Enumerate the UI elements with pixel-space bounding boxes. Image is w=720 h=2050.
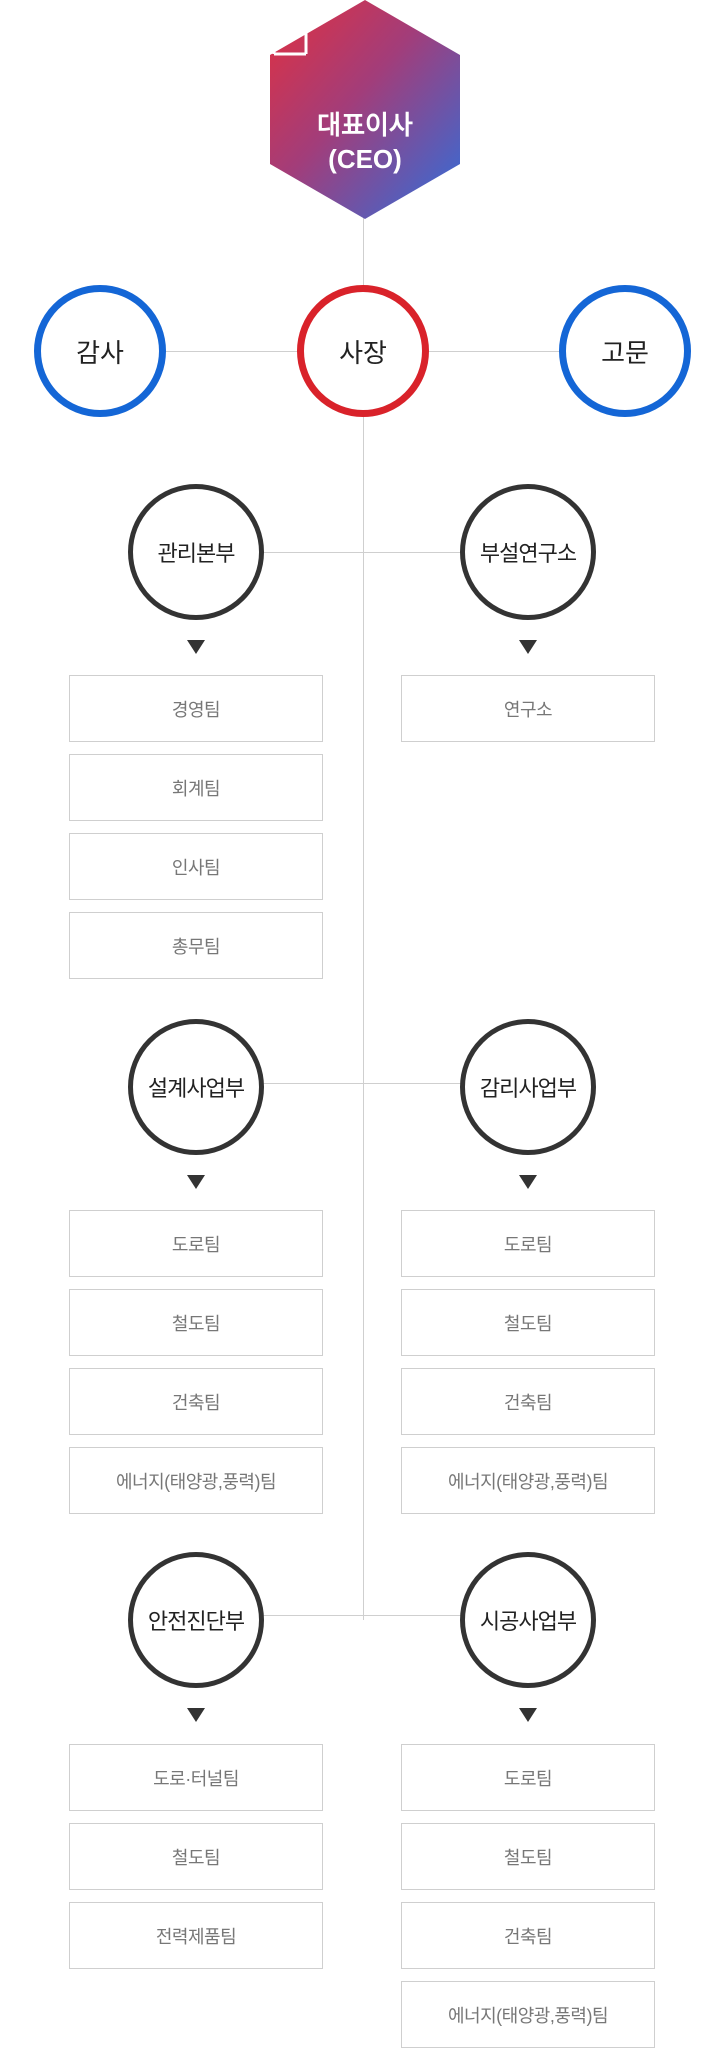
dept-label: 관리본부 xyxy=(157,541,236,566)
team-box: 에너지(태양광,풍력)팀 xyxy=(69,1447,323,1514)
team-label: 도로·터널팀 xyxy=(153,1768,239,1789)
team-label: 건축팀 xyxy=(503,1926,553,1947)
person-icon xyxy=(272,0,308,56)
row3-line xyxy=(196,1615,528,1616)
team-box: 인사팀 xyxy=(69,833,323,900)
arrow-down-icon xyxy=(187,640,205,654)
team-box: 건축팀 xyxy=(69,1368,323,1435)
team-box: 철도팀 xyxy=(401,1289,655,1356)
team-box: 에너지(태양광,풍력)팀 xyxy=(401,1981,655,2048)
dept-construction: 시공사업부 xyxy=(460,1552,596,1688)
ceo-node: 대표이사 (CEO) xyxy=(270,0,460,219)
team-label: 철도팀 xyxy=(171,1847,221,1868)
team-box: 건축팀 xyxy=(401,1902,655,1969)
team-label: 도로팀 xyxy=(171,1234,221,1255)
team-box: 총무팀 xyxy=(69,912,323,979)
team-box: 연구소 xyxy=(401,675,655,742)
team-label: 도로팀 xyxy=(503,1768,553,1789)
team-label: 철도팀 xyxy=(171,1313,221,1334)
dept-design: 설계사업부 xyxy=(128,1019,264,1155)
team-box: 철도팀 xyxy=(401,1823,655,1890)
team-label: 철도팀 xyxy=(503,1313,553,1334)
arrow-down-icon xyxy=(519,1708,537,1722)
dept-safety: 안전진단부 xyxy=(128,1552,264,1688)
team-box: 철도팀 xyxy=(69,1823,323,1890)
dept-label: 부설연구소 xyxy=(479,541,577,566)
dept-label: 설계사업부 xyxy=(147,1076,245,1101)
team-box: 회계팀 xyxy=(69,754,323,821)
ceo-hexagon xyxy=(270,0,460,219)
advisor-node: 고문 xyxy=(559,285,691,417)
team-label: 회계팀 xyxy=(171,778,221,799)
president-node: 사장 xyxy=(297,285,429,417)
team-label: 에너지(태양광,풍력)팀 xyxy=(447,2005,609,2026)
row2-line xyxy=(196,1083,528,1084)
team-label: 연구소 xyxy=(503,699,553,720)
team-label: 전력제품팀 xyxy=(155,1926,237,1947)
team-box: 도로·터널팀 xyxy=(69,1744,323,1811)
dept-supervision: 감리사업부 xyxy=(460,1019,596,1155)
team-box: 경영팀 xyxy=(69,675,323,742)
dept-label: 시공사업부 xyxy=(479,1609,577,1634)
dept-label: 감리사업부 xyxy=(479,1076,577,1101)
dept-label: 안전진단부 xyxy=(147,1609,245,1634)
team-label: 에너지(태양광,풍력)팀 xyxy=(115,1471,277,1492)
team-label: 철도팀 xyxy=(503,1847,553,1868)
ceo-title: 대표이사 xyxy=(317,110,413,140)
team-label: 건축팀 xyxy=(503,1392,553,1413)
dept-research: 부설연구소 xyxy=(460,484,596,620)
arrow-down-icon xyxy=(187,1708,205,1722)
team-box: 건축팀 xyxy=(401,1368,655,1435)
arrow-down-icon xyxy=(519,1175,537,1189)
president-label: 사장 xyxy=(339,337,387,368)
team-box: 에너지(태양광,풍력)팀 xyxy=(401,1447,655,1514)
team-box: 도로팀 xyxy=(69,1210,323,1277)
arrow-down-icon xyxy=(187,1175,205,1189)
advisor-label: 고문 xyxy=(601,337,649,368)
team-label: 에너지(태양광,풍력)팀 xyxy=(447,1471,609,1492)
ceo-title-en: (CEO) xyxy=(328,144,402,174)
arrow-down-icon xyxy=(519,640,537,654)
dept-management: 관리본부 xyxy=(128,484,264,620)
ceo-label: 대표이사 (CEO) xyxy=(270,108,460,176)
team-label: 건축팀 xyxy=(171,1392,221,1413)
team-box: 도로팀 xyxy=(401,1210,655,1277)
team-label: 도로팀 xyxy=(503,1234,553,1255)
team-label: 경영팀 xyxy=(171,699,221,720)
main-trunk-line xyxy=(363,215,364,1620)
team-label: 총무팀 xyxy=(171,936,221,957)
audit-node: 감사 xyxy=(34,285,166,417)
team-box: 철도팀 xyxy=(69,1289,323,1356)
team-box: 도로팀 xyxy=(401,1744,655,1811)
row1-line xyxy=(196,552,528,553)
team-box: 전력제품팀 xyxy=(69,1902,323,1969)
audit-label: 감사 xyxy=(76,337,124,368)
team-label: 인사팀 xyxy=(171,857,221,878)
